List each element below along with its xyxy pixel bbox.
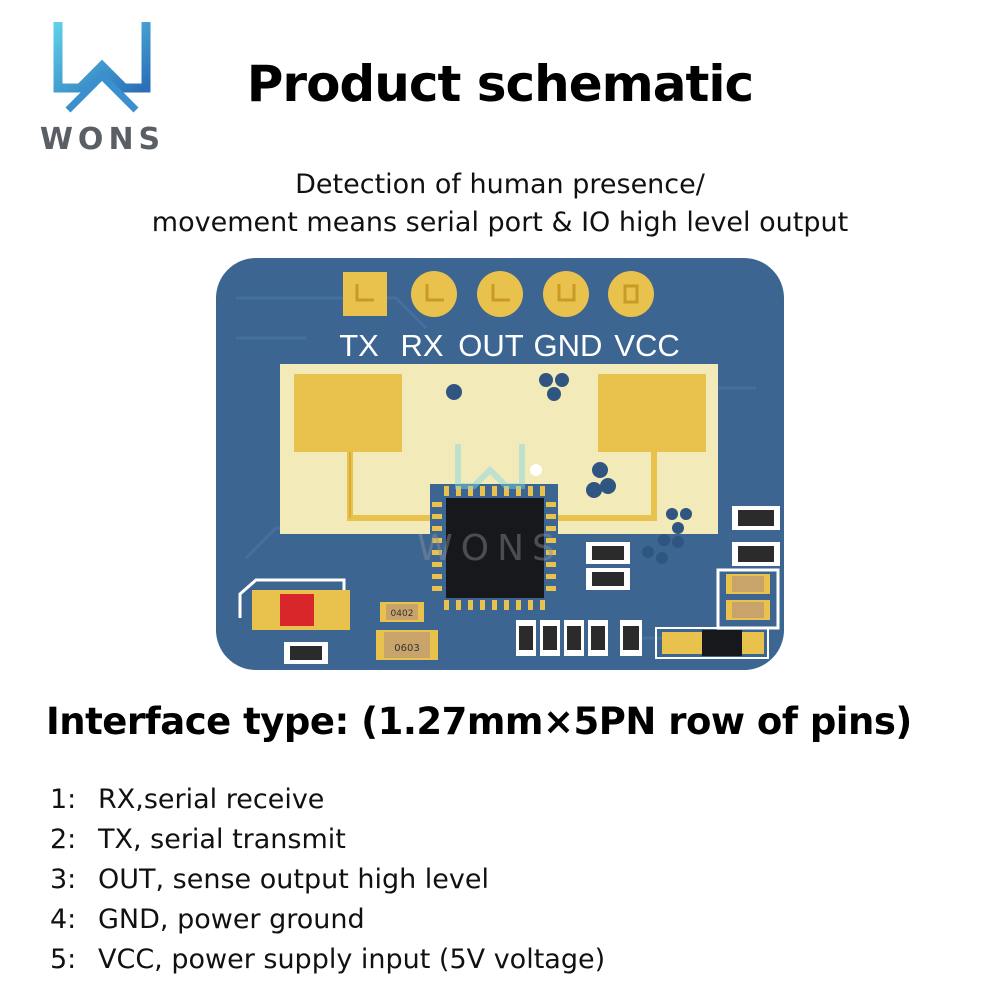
radar-module-board: TX RX OUT GND VCC xyxy=(216,258,784,670)
list-item: 1: RX,serial receive xyxy=(50,780,605,820)
component-label-0603: 0603 xyxy=(394,643,419,654)
pin-list: 1: RX,serial receive 2: TX, serial transmi… xyxy=(50,780,605,980)
pin-description: VCC, power supply input (5V voltage) xyxy=(98,944,606,975)
watermark-text: WONS xyxy=(417,528,563,569)
pin-description: OUT, sense output high level xyxy=(98,864,490,895)
radar-ic-chip xyxy=(430,484,558,612)
list-item: 5: VCC, power supply input (5V voltage) xyxy=(50,940,605,980)
pin-number: 4: xyxy=(50,904,77,935)
pin-label-tx: TX xyxy=(339,328,379,363)
wons-watermark: WONS xyxy=(417,444,563,569)
pin-pad-rx xyxy=(411,271,457,317)
pin-number: 1: xyxy=(50,784,77,815)
via-group xyxy=(441,373,692,564)
pin-pad-tx xyxy=(343,272,387,316)
list-item: 4: GND, power ground xyxy=(50,900,605,940)
interface-type-heading: Interface type: (1.27mm×5PN row of pins) xyxy=(46,700,912,743)
pin-description: GND, power ground xyxy=(98,904,365,935)
pin-pad-out xyxy=(477,271,523,317)
pin-label-vcc: VCC xyxy=(614,328,679,363)
rx-antenna-patch xyxy=(598,374,706,452)
tx-antenna-patch xyxy=(294,374,402,452)
subtitle-line-2: movement means serial port & IO high lev… xyxy=(151,207,849,238)
pin-description: TX, serial transmit xyxy=(98,824,346,855)
component-label-0402: 0402 xyxy=(391,609,414,619)
wons-w-logo-icon xyxy=(53,22,151,113)
pin-label-gnd: GND xyxy=(534,328,603,363)
smd-components: 0402 0603 xyxy=(238,506,780,664)
pin-number: 2: xyxy=(50,824,77,855)
pin-number: 5: xyxy=(50,944,77,975)
page-title: Product schematic xyxy=(246,55,754,113)
pin-label-out: OUT xyxy=(458,328,524,363)
pin-number: 3: xyxy=(50,864,77,895)
pin-pad-gnd xyxy=(543,271,589,317)
page-subtitle: Detection of human presence/ movement me… xyxy=(0,166,1000,242)
subtitle-line-1: Detection of human presence/ xyxy=(295,169,705,200)
brand-logo: WONS xyxy=(20,18,185,157)
list-item: 2: TX, serial transmit xyxy=(50,820,605,860)
brand-wordmark: WONS xyxy=(39,122,166,157)
pin-label-rx: RX xyxy=(400,328,443,363)
pin-description: RX,serial receive xyxy=(98,784,325,815)
pin-header xyxy=(343,271,654,317)
pin-pad-vcc xyxy=(608,271,654,317)
list-item: 3: OUT, sense output high level xyxy=(50,860,605,900)
